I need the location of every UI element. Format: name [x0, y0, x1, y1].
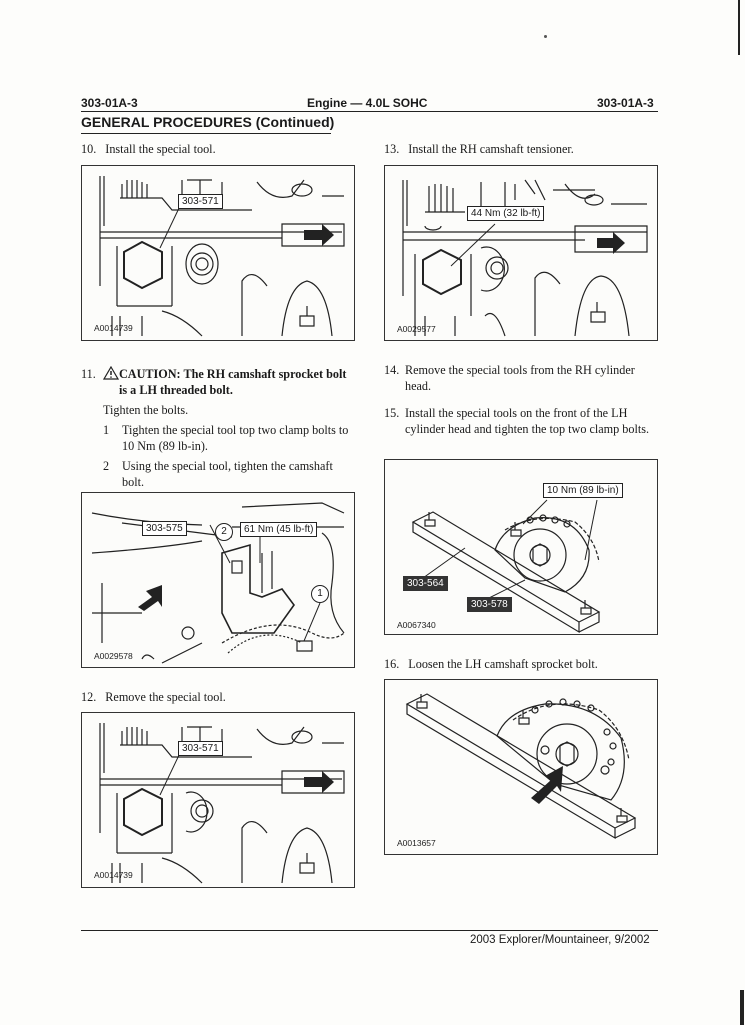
footer-rule	[81, 930, 658, 931]
step-14: 14. Remove the special tools from the RH…	[384, 362, 660, 394]
figure-remove-special-tool: 303-571 A0014739	[81, 712, 355, 888]
engine-illustration	[99, 723, 345, 884]
step-10: 10. Install the special tool.	[81, 141, 216, 157]
step-number: 16.	[384, 657, 400, 671]
figure-install-special-tool: 303-571 A0014739	[81, 165, 355, 341]
sub-step-number: 2	[103, 459, 110, 473]
sub-step-text: Tighten the special tool top two clamp b…	[122, 423, 349, 453]
tool-illustration	[411, 499, 601, 634]
sub-step-number: 1	[103, 423, 110, 437]
tool-callout: 303-575	[142, 521, 187, 536]
step-intro: Tighten the bolts.	[103, 403, 189, 417]
step-number: 15.	[384, 406, 400, 420]
engine-illustration	[91, 502, 345, 664]
step-number: 11.	[81, 367, 96, 381]
step-11: 11. CAUTION: The RH camshaft sprocket bo…	[81, 365, 353, 490]
step-text: Remove the special tool.	[105, 690, 226, 704]
figure-tighten-camshaft-bolt: 303-575 2 61 Nm (45 lb-ft) 1 A0029578	[81, 492, 355, 668]
figure-id: A0029577	[397, 324, 436, 334]
step-text: Install the RH camshaft tensioner.	[408, 142, 574, 156]
tool-illustration	[405, 693, 637, 840]
figure-id: A0013657	[397, 838, 436, 848]
sub-step-1: 1 Tighten the special tool top two clamp…	[103, 422, 353, 454]
tool-callout: 303-571	[178, 741, 223, 756]
sub-step-text: Using the special tool, tighten the cams…	[122, 459, 333, 489]
engine-illustration	[99, 176, 345, 337]
caution-text: CAUTION: The RH camshaft sprocket bolt i…	[119, 367, 347, 397]
scan-dust	[544, 35, 547, 38]
header-section-code-left: 303-01A-3	[81, 96, 138, 110]
tool-label-b: 303-578	[467, 597, 512, 612]
figure-install-rh-tensioner: 44 Nm (32 lb-ft) A0029577	[384, 165, 658, 341]
engine-illustration	[402, 179, 648, 337]
tool-callout: 303-571	[178, 194, 223, 209]
step-text: Install the special tools on the front o…	[405, 406, 650, 436]
sub-step-2: 2 Using the special tool, tighten the ca…	[103, 458, 353, 490]
figure-id: A0014739	[94, 870, 133, 880]
figure-loosen-lh-sprocket-bolt: A0013657	[384, 679, 658, 855]
step-text: Loosen the LH camshaft sprocket bolt.	[408, 657, 598, 671]
section-rule	[81, 133, 331, 134]
step-13: 13. Install the RH camshaft tensioner.	[384, 141, 574, 157]
marker-1: 1	[311, 585, 329, 603]
footer-text: 2003 Explorer/Mountaineer, 9/2002	[470, 934, 650, 946]
header-section-code-right: 303-01A-3	[597, 96, 654, 110]
header-title: Engine — 4.0L SOHC	[307, 96, 428, 110]
step-text: Install the special tool.	[105, 142, 216, 156]
step-16: 16. Loosen the LH camshaft sprocket bolt…	[384, 656, 598, 672]
tool-label-a: 303-564	[403, 576, 448, 591]
warning-icon	[102, 365, 120, 398]
figure-id: A0029578	[94, 651, 133, 661]
step-number: 13.	[384, 142, 400, 156]
step-number: 10.	[81, 142, 97, 156]
step-text: Remove the special tools from the RH cyl…	[405, 363, 635, 393]
torque-callout: 44 Nm (32 lb-ft)	[467, 206, 545, 221]
figure-id: A0014739	[94, 323, 133, 333]
step-15: 15. Install the special tools on the fro…	[384, 405, 660, 437]
section-title: GENERAL PROCEDURES (Continued)	[81, 114, 335, 130]
header-rule	[81, 111, 658, 112]
torque-callout: 10 Nm (89 lb-in)	[543, 483, 623, 498]
figure-install-lh-tools: 10 Nm (89 lb-in) 303-564 303-578 A006734…	[384, 459, 658, 635]
scan-edge-line	[738, 0, 740, 55]
scan-edge-mark	[740, 990, 744, 1025]
figure-id: A0067340	[397, 620, 436, 630]
marker-2: 2	[215, 523, 233, 541]
step-number: 14.	[384, 363, 400, 377]
step-number: 12.	[81, 690, 97, 704]
step-12: 12. Remove the special tool.	[81, 689, 226, 705]
torque-callout: 61 Nm (45 lb-ft)	[240, 522, 318, 537]
